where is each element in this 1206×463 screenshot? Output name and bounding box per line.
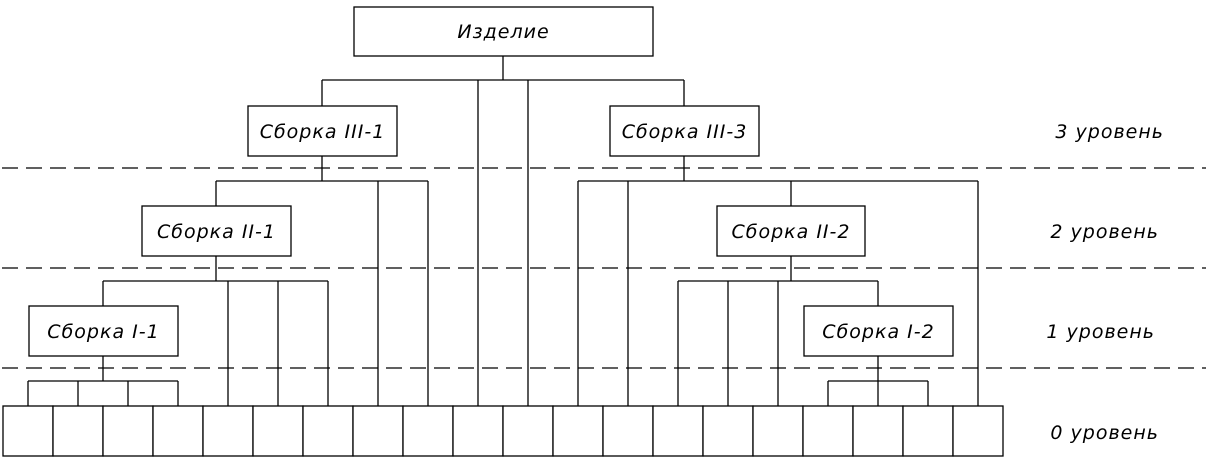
part-cell [352, 405, 404, 457]
assembly-node-ii-1-label: Сборка II-1 [157, 221, 276, 243]
part-cell [402, 405, 454, 457]
part-cell [902, 405, 954, 457]
assembly-node-i-2: Сборка I-2 [803, 305, 954, 357]
part-cell [802, 405, 854, 457]
part-cell [2, 405, 54, 457]
assembly-node-iii-3-label: Сборка III-3 [622, 121, 748, 143]
part-cell [102, 405, 154, 457]
root-node-label: Изделие [457, 21, 549, 43]
part-cell [852, 405, 904, 457]
assembly-node-iii-1-label: Сборка III-1 [260, 121, 386, 143]
part-cell [52, 405, 104, 457]
assembly-node-ii-1: Сборка II-1 [141, 205, 292, 257]
level-label-3: 3 уровень [1055, 121, 1164, 143]
parts-row [2, 405, 1004, 457]
level-labels: 3 уровень 2 уровень 1 уровень 0 уровень [1046, 121, 1164, 444]
connectors [27, 56, 979, 406]
level-label-2: 2 уровень [1050, 221, 1159, 243]
part-cell [602, 405, 654, 457]
assembly-node-i-2-label: Сборка I-2 [822, 321, 934, 343]
assembly-node-ii-2: Сборка II-2 [716, 205, 866, 257]
part-cell [452, 405, 504, 457]
level-separators [2, 167, 1206, 369]
part-cell [152, 405, 204, 457]
part-cell [652, 405, 704, 457]
part-cell [252, 405, 304, 457]
assembly-node-iii-1: Сборка III-1 [247, 105, 398, 157]
assembly-node-ii-2-label: Сборка II-2 [732, 221, 851, 243]
part-cell [702, 405, 754, 457]
level-label-1: 1 уровень [1046, 321, 1155, 343]
part-cell [202, 405, 254, 457]
part-cell [552, 405, 604, 457]
assembly-node-iii-3: Сборка III-3 [609, 105, 760, 157]
part-cell [752, 405, 804, 457]
assembly-node-i-1-label: Сборка I-1 [47, 321, 159, 343]
assembly-node-i-1: Сборка I-1 [28, 305, 179, 357]
level-label-0: 0 уровень [1050, 422, 1159, 444]
part-cell [502, 405, 554, 457]
part-cell [302, 405, 354, 457]
root-node: Изделие [353, 6, 654, 57]
part-cell [952, 405, 1004, 457]
